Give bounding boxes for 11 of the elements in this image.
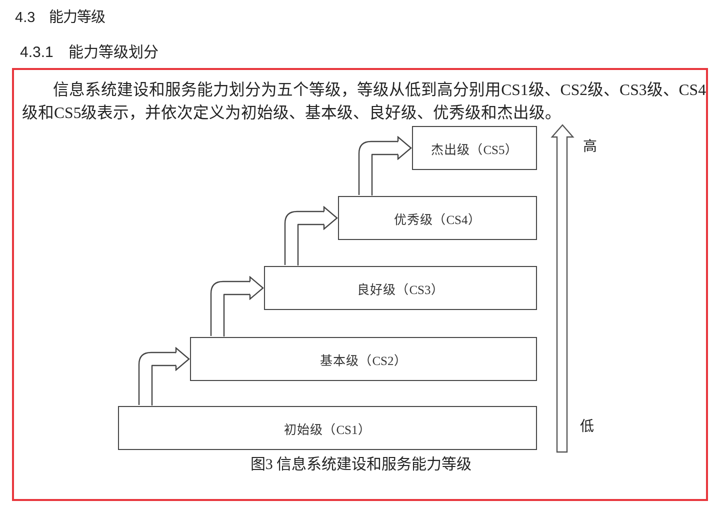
body-paragraph: 信息系统建设和服务能力划分为五个等级，等级从低到高分别用CS1级、CS2级、CS3级、CS4级和CS5级表示，并依次定义为初始级、基本级、良好级、优秀级和杰出级。 [22,80,706,124]
scale-label: 低 [580,419,594,437]
figure-caption: 图3 信息系统建设和服务能力等级 [250,455,472,475]
scale-label: 高 [583,139,597,157]
level-box: 良好级（CS3） [264,266,537,310]
level-box: 优秀级（CS4） [338,196,537,240]
subsection-heading: 4.3.1 能力等级划分 [20,43,158,63]
level-box: 杰出级（CS5） [412,126,537,170]
level-box: 基本级（CS2） [190,337,537,381]
section-heading: 4.3 能力等级 [15,8,106,28]
level-box: 初始级（CS1） [118,406,537,450]
